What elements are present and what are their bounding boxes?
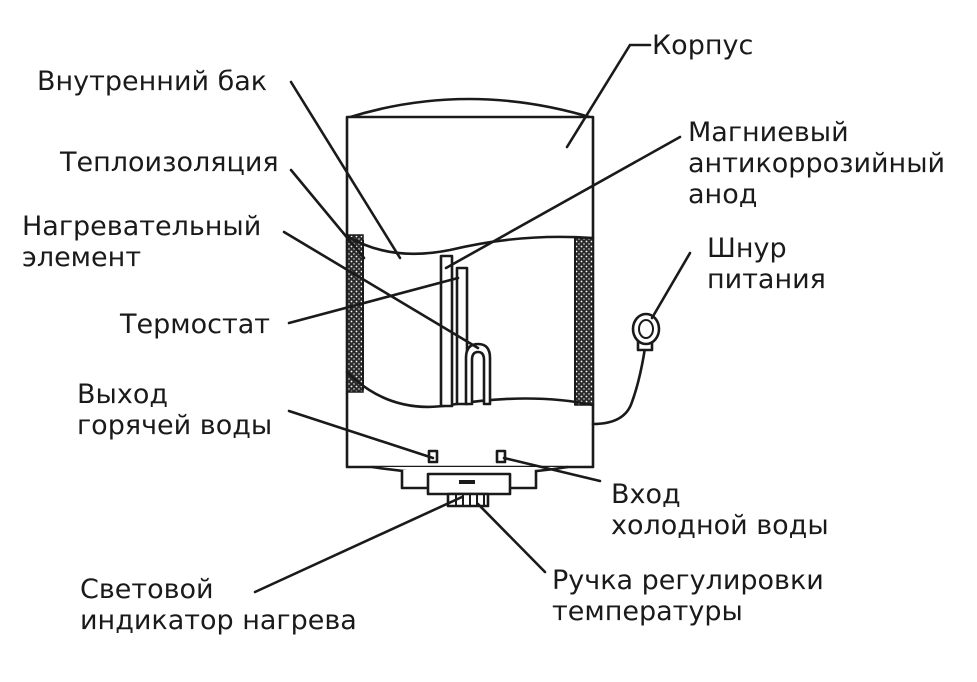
water-pipes: [427, 449, 507, 464]
label-hot-water-out: Выход горячей воды: [77, 379, 273, 441]
label-temperature-knob: Ручка регулировки температуры: [552, 565, 824, 627]
label-power-cord: Шнур питания: [707, 233, 826, 295]
leader-ruchka: [476, 502, 547, 574]
bottom-cap: [371, 465, 569, 508]
label-cold-water-in: Вход холодной воды: [611, 479, 829, 541]
label-korpus: Корпус: [652, 30, 754, 61]
label-thermostat: Термостат: [120, 309, 270, 340]
leader-shnur: [650, 251, 692, 320]
power-cord: [591, 312, 661, 426]
leader-vyhod: [287, 409, 435, 460]
label-heating-indicator: Световой индикатор нагрева: [80, 574, 357, 636]
leader-vhod: [502, 456, 602, 483]
label-insulation: Теплоизоляция: [60, 147, 279, 178]
label-inner-tank: Внутренний бак: [37, 66, 268, 97]
leader-korpus: [565, 43, 652, 149]
leader-nagrev-element: [282, 230, 480, 350]
heating-indicator-light: [459, 480, 475, 484]
leader-anod: [444, 135, 682, 270]
leader-vnutr-bak: [289, 80, 402, 260]
label-anode: Магниевый антикоррозийный анод: [688, 117, 946, 210]
leader-termostat: [287, 276, 460, 325]
heater-body: [345, 97, 595, 469]
label-heating-element: Нагревательный элемент: [22, 211, 262, 273]
leader-indikator: [253, 495, 464, 594]
leader-lines: [253, 43, 692, 594]
leader-teploizolyaciya: [289, 168, 366, 260]
